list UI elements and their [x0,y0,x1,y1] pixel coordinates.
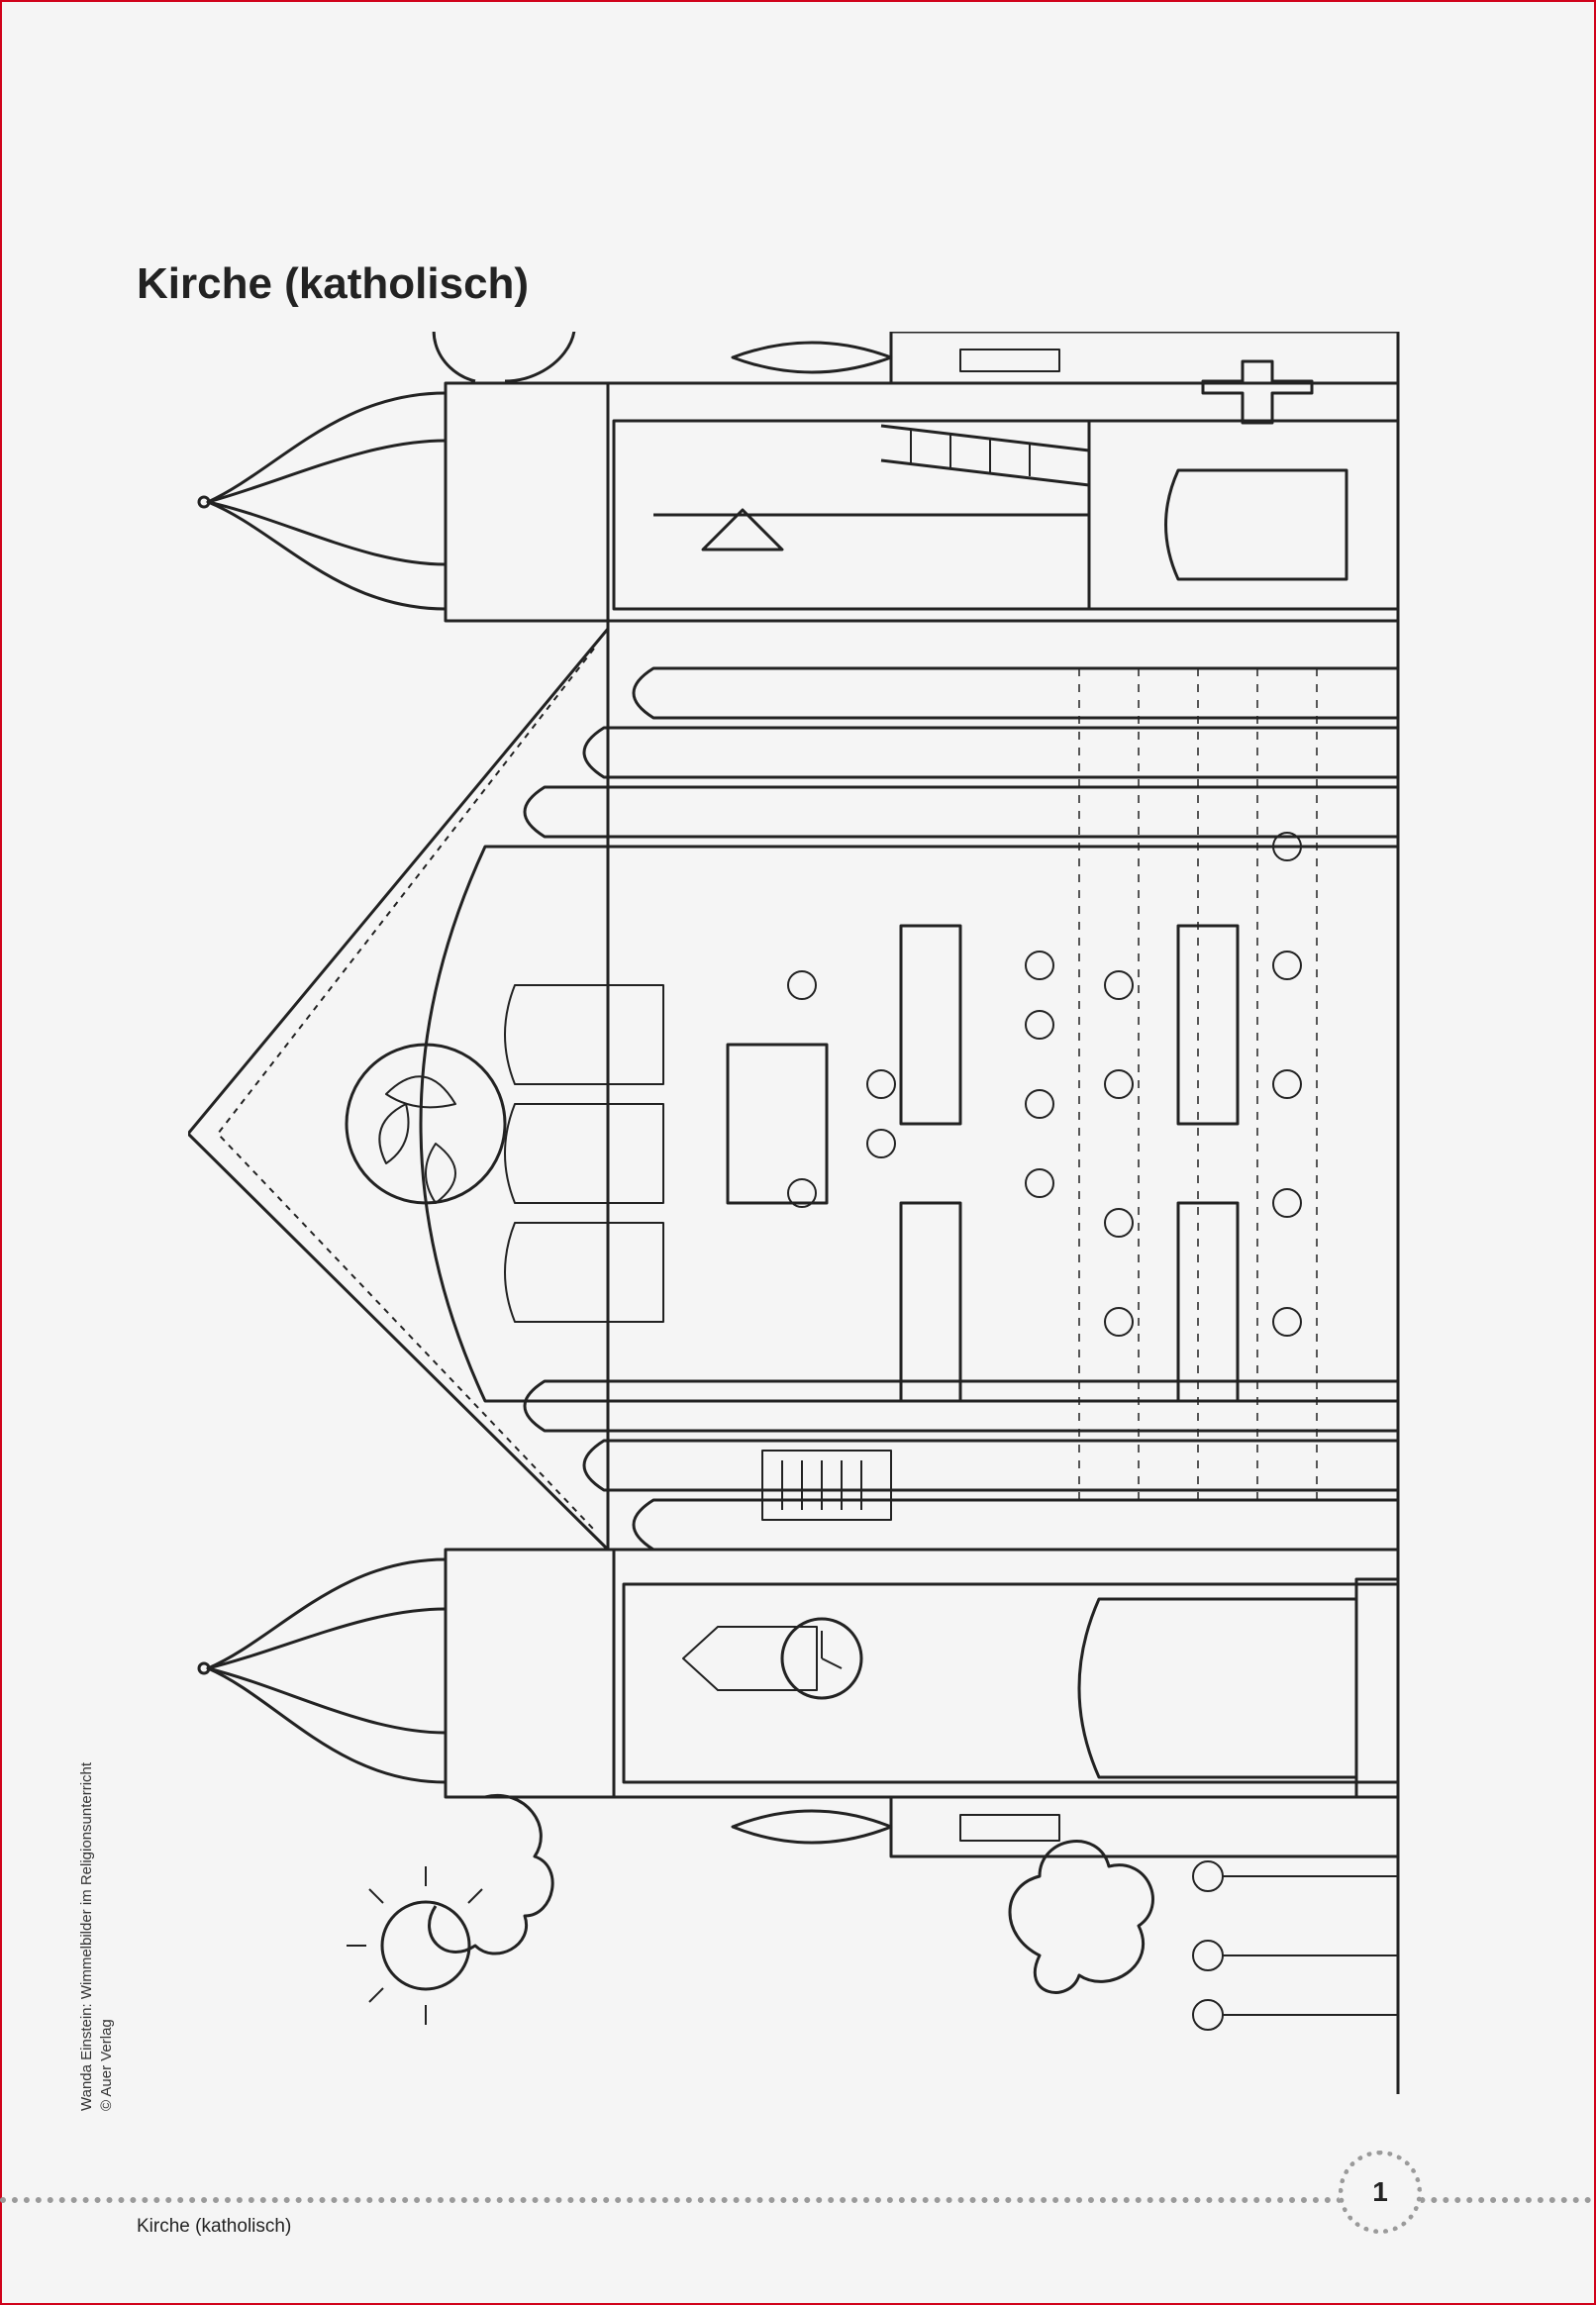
copyright-credit: Wanda Einstein: Wimmelbilder im Religion… [77,1762,117,2111]
page-number: 1 [1339,2151,1422,2234]
church-illustration [188,332,1400,2094]
footer-label: Kirche (katholisch) [137,2216,292,2237]
credit-line-2: © Auer Verlag [98,2019,115,2111]
page-title: Kirche (katholisch) [137,259,530,308]
cross-icon [1201,359,1314,425]
credit-line-1: Wanda Einstein: Wimmelbilder im Religion… [78,1761,95,2111]
footer-divider [0,2197,1592,2203]
sun-icon [347,1866,483,2025]
clock-icon [780,1617,863,1700]
